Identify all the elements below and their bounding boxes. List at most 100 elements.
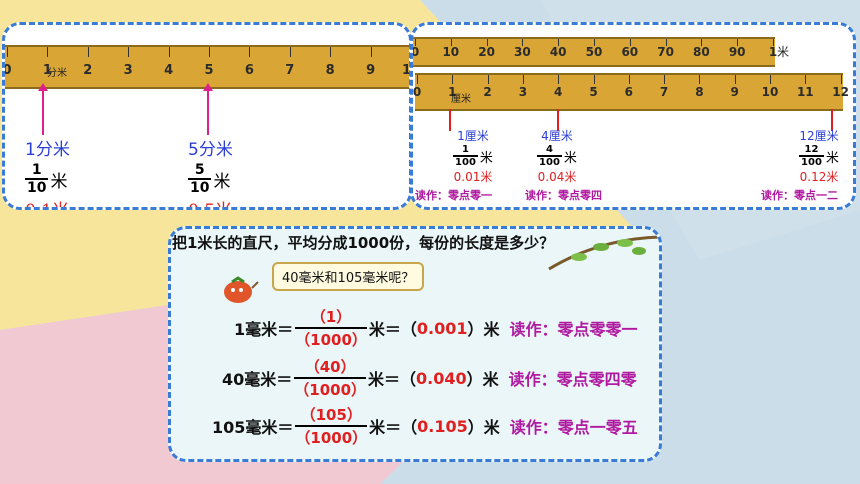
equation-mid: 米＝（ — [369, 418, 418, 437]
meter-tick — [486, 39, 488, 46]
denominator: （1000） — [294, 377, 367, 400]
reading-1cm: 读作：零点零一 — [415, 189, 492, 202]
decimal: 0.5米 — [188, 196, 278, 207]
item-name: 5分米 — [188, 140, 233, 160]
decimal: 0.12米 — [799, 170, 839, 184]
meter-tick — [629, 39, 631, 46]
fraction: （40）（1000） — [294, 356, 367, 400]
meter-unit-label: 米 — [777, 45, 790, 59]
decimeter-tick — [209, 47, 210, 57]
decimeter-tick-label: 7 — [285, 63, 295, 78]
denominator: （1000） — [295, 327, 367, 350]
centimeter-tick-label: 3 — [518, 85, 528, 99]
decimeter-tick — [87, 47, 89, 57]
decimeter-tick — [7, 47, 8, 57]
centimeter-tick — [452, 75, 454, 84]
decimeter-tick — [168, 47, 170, 57]
reading-text: 读作：零点零零一 — [509, 320, 638, 339]
numerator: （105） — [300, 406, 362, 424]
meter-tick — [665, 39, 667, 46]
centimeter-tick — [522, 75, 524, 84]
fraction: （1）（1000） — [295, 306, 367, 350]
centimeter-tick — [770, 75, 771, 84]
centimeter-tick-label: 5 — [589, 85, 598, 99]
decimeter-unit-label: 分米 — [47, 68, 67, 79]
arrow-5dm — [207, 87, 209, 135]
meter-tick-label: 70 — [657, 45, 674, 59]
centimeter-tick — [593, 75, 595, 84]
decimeter-tick — [128, 47, 130, 57]
centimeter-tick — [487, 75, 489, 84]
decimeter-tick-label: 1 — [42, 63, 52, 78]
equation-unit: ）米 — [466, 370, 499, 389]
equation-row: 105毫米＝（105）（1000）米＝（0.105）米读作：零点一零五 — [212, 404, 638, 448]
decimeter-tick-label: 10 — [401, 63, 411, 78]
arrow-head-5dm — [203, 83, 213, 91]
reading-text: 读作：零点零四零 — [508, 370, 637, 389]
decimeter-tick — [47, 47, 49, 57]
centimeter-tick-label: 4 — [554, 85, 563, 99]
equation-row: 40毫米＝（40）（1000）米＝（0.040）米读作：零点零四零 — [222, 356, 637, 400]
tomato-character-icon — [224, 276, 259, 303]
centimeter-tick — [699, 75, 701, 84]
arrow-12cm — [831, 109, 833, 131]
meter-tick-label: 30 — [514, 45, 531, 59]
meter-tick-label: 80 — [693, 45, 710, 59]
centimeter-tick-label: 0 — [412, 85, 422, 99]
meter-tick — [558, 39, 560, 46]
meter-tick-label: 0 — [410, 45, 420, 59]
reading-4cm: 读作：零点零四 — [525, 189, 602, 202]
numerator: （40） — [304, 358, 356, 376]
decimeter-tick — [370, 47, 372, 57]
decimeter-tick-label: 6 — [244, 63, 254, 78]
item-1dm: 1分米 1 10 米 0.1米 — [25, 135, 115, 207]
equation-unit: ）米 — [467, 320, 500, 339]
meter-tick-label: 40 — [549, 45, 567, 59]
centimeter-tick-label: 2 — [483, 85, 492, 99]
meter-tick-label: 1 — [768, 45, 778, 59]
decimeter-tick-label: 9 — [366, 63, 376, 78]
meter-tick-label: 10 — [442, 45, 460, 59]
equation-mid: 米＝（ — [368, 370, 417, 389]
meter-tick — [415, 39, 416, 46]
fraction: 1 10 — [25, 162, 49, 196]
arrow-head-1dm — [38, 83, 48, 91]
decimal-answer: 0.040 — [416, 368, 467, 388]
meter-tick — [522, 39, 524, 46]
decimeter-tick — [249, 47, 251, 57]
centimeter-tick — [734, 75, 736, 84]
centimeter-tick — [664, 75, 666, 84]
centimeter-tick — [628, 75, 630, 84]
centimeter-tick — [805, 75, 807, 84]
centimeter-tick — [417, 75, 418, 84]
branch-decoration — [548, 235, 659, 271]
decimeter-tick-label: 2 — [83, 63, 93, 78]
meter-tick — [450, 39, 452, 46]
unit: 米 — [213, 171, 231, 192]
decimal: 0.04米 — [537, 170, 577, 184]
decimeter-tick — [330, 47, 332, 57]
equation-lhs: 1毫米＝ — [234, 320, 294, 339]
decimal: 0.1米 — [25, 196, 115, 207]
arrow-1cm — [449, 109, 451, 131]
fraction: 1 100 — [453, 144, 478, 168]
item-12cm: 12厘米 12 100 米 0.12米 — [787, 127, 851, 185]
centimeter-tick-label: 1 — [448, 85, 457, 99]
centimeter-tick — [558, 75, 560, 84]
item-name: 1分米 — [25, 140, 70, 160]
centimeter-tick — [840, 75, 842, 84]
equation-row: 1毫米＝（1）（1000）米＝（0.001）米读作：零点零零一 — [234, 306, 638, 350]
decimeter-tick-label: 3 — [123, 63, 133, 78]
reading-12cm: 读作：零点一二 — [761, 189, 838, 202]
denominator: （1000） — [295, 425, 368, 448]
item-name: 1厘米 — [457, 129, 489, 143]
centimeter-tick-label: 7 — [659, 85, 669, 99]
decimal-answer: 0.001 — [416, 318, 468, 338]
centimeter-tick-label: 12 — [832, 85, 849, 99]
centimeter-tick-label: 11 — [796, 85, 814, 99]
arrow-4cm — [557, 109, 559, 131]
speech-bubble: 40毫米和105毫米呢？ — [272, 262, 425, 291]
decimeter-tick-label: 0 — [2, 63, 12, 78]
